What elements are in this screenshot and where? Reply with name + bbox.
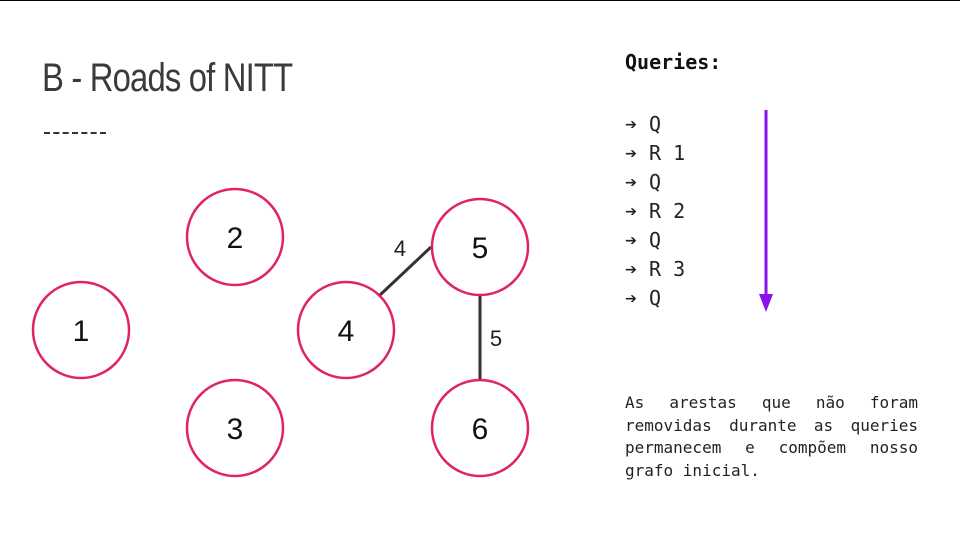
query-text: Q: [649, 112, 662, 136]
slide-title: B - Roads of NITT: [42, 56, 293, 100]
query-item: ➔Q: [625, 284, 685, 313]
query-item: ➔Q: [625, 226, 685, 255]
graph-node-6: 6: [430, 378, 530, 478]
graph-node-3: 3: [185, 378, 285, 478]
queries-title: Queries:: [625, 50, 722, 74]
right-arrow-icon: ➔: [625, 199, 638, 223]
node-label-3: 3: [227, 413, 244, 446]
down-arrow-icon: [759, 110, 773, 312]
right-arrow-icon: ➔: [625, 257, 638, 281]
graph-node-4: 4: [296, 280, 396, 380]
query-text: R 3: [649, 257, 686, 281]
query-item: ➔ R 3: [625, 255, 685, 284]
query-list: ➔Q ➔R 1 ➔Q ➔R 2 ➔Q ➔R 3 ➔Q: [625, 110, 685, 313]
query-text: Q: [649, 286, 662, 310]
node-label-5: 5: [472, 232, 489, 265]
edge-label-4-5: 4: [394, 236, 406, 261]
query-text: Q: [649, 170, 662, 194]
node-label-1: 1: [73, 315, 90, 348]
node-label-6: 6: [472, 413, 489, 446]
explanation-note: As arestas que não foram removidas duran…: [625, 393, 918, 480]
right-arrow-icon: ➔: [625, 286, 638, 310]
query-item: ➔ R 2: [625, 197, 685, 226]
node-label-2: 2: [227, 222, 244, 255]
query-item: ➔Q: [625, 168, 685, 197]
query-item: ➔ R 1: [625, 139, 685, 168]
right-arrow-icon: ➔: [625, 170, 638, 194]
graph-edge-4-5: [378, 245, 433, 297]
right-arrow-icon: ➔: [625, 141, 638, 165]
graph-node-5: 5: [430, 197, 530, 297]
query-text: R 1: [649, 141, 686, 165]
query-item: ➔Q: [625, 110, 685, 139]
edge-label-5-6: 5: [490, 326, 502, 351]
graph-node-2: 2: [185, 187, 285, 287]
right-arrow-icon: ➔: [625, 228, 638, 252]
title-underline: [44, 132, 106, 134]
graph-node-1: 1: [31, 280, 131, 380]
node-label-4: 4: [338, 315, 355, 348]
right-arrow-icon: ➔: [625, 112, 638, 136]
query-text: R 2: [649, 199, 686, 223]
query-text: Q: [649, 228, 662, 252]
top-border-line: [0, 0, 960, 1]
